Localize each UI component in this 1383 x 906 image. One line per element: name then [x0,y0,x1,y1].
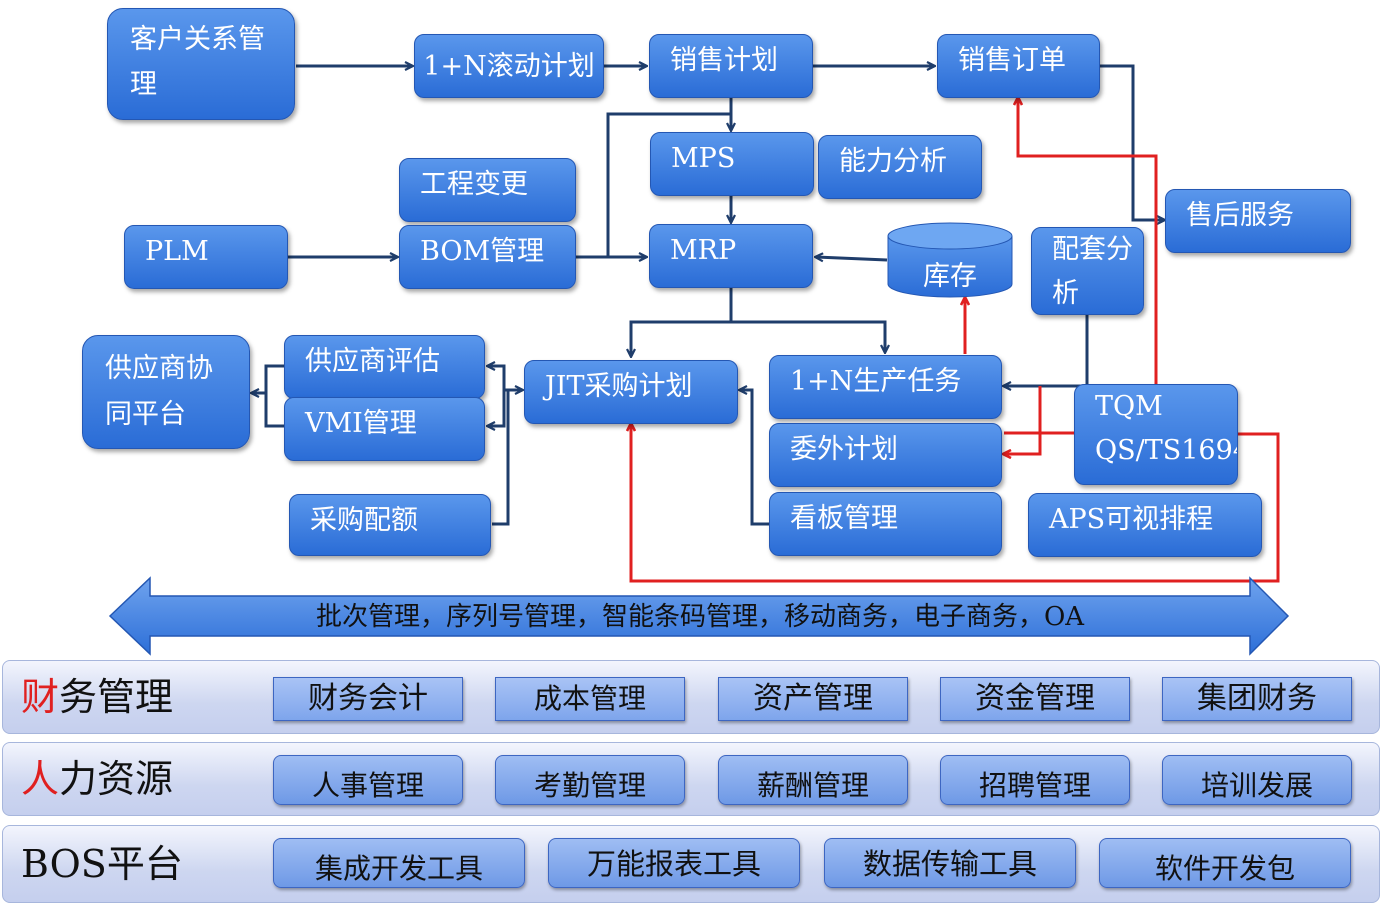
module-asset-management[interactable]: 资产管理 [718,677,908,721]
module-cost-management[interactable]: 成本管理 [495,677,685,721]
layer-title: 人力资源 [21,757,174,801]
module-payroll[interactable]: 薪酬管理 [718,755,908,805]
node-kanban: 看板管理 [769,492,1002,556]
banner-text: 批次管理，序列号管理，智能条码管理，移动商务，电子商务，OA [315,602,1085,632]
layer-finance: 财务管理 财务会计 成本管理 资产管理 资金管理 集团财务 [2,660,1380,734]
database-cylinder-icon [887,222,1013,298]
node-supplier-eval: 供应商评估 [284,335,485,399]
line-bom-salesplan [606,112,731,257]
module-data-transfer-tools[interactable]: 数据传输工具 [824,838,1076,888]
module-attendance[interactable]: 考勤管理 [495,755,685,805]
module-integrated-dev-tools[interactable]: 集成开发工具 [273,838,525,888]
layer-bos: BOS平台 集成开发工具 万能报表工具 数据传输工具 软件开发包 [2,825,1380,903]
layer-title: BOS平台 [21,842,183,886]
node-tqm: TQM QS/TS16949 [1074,384,1238,485]
module-finance-accounting[interactable]: 财务会计 [273,677,463,721]
node-inventory: 库存 [887,222,1013,298]
node-sales-plan: 销售计划 [649,34,813,98]
module-group-finance[interactable]: 集团财务 [1162,677,1352,721]
node-crm: 客户关系管理 [107,8,295,120]
node-rolling-plan: 1+N滚动计划 [414,34,604,98]
inventory-label: 库存 [923,261,977,292]
node-after-sales: 售后服务 [1165,189,1351,253]
layer-hr: 人力资源 人事管理 考勤管理 薪酬管理 招聘管理 培训发展 [2,742,1380,816]
arrow-mrp-jit [631,288,733,356]
layer-title: 财务管理 [21,675,174,719]
module-report-tools[interactable]: 万能报表工具 [548,838,800,888]
node-jit: JIT采购计划 [524,360,738,424]
node-aps: APS可视排程 [1028,493,1262,557]
arrow-jit-vmi [488,390,506,426]
node-supplier-platform: 供应商协同平台 [82,335,250,449]
arrow-order-aftersales [1100,64,1164,220]
node-eng-change: 工程变更 [399,158,576,222]
node-kitting: 配套分析 [1031,227,1144,315]
module-personnel[interactable]: 人事管理 [273,755,463,805]
node-mps: MPS [650,132,814,196]
module-recruitment[interactable]: 招聘管理 [940,755,1130,805]
node-plm: PLM [124,225,288,289]
arrow-kanban-jit [740,390,770,526]
node-outsource: 委外计划 [769,423,1002,487]
node-vmi: VMI管理 [284,397,485,461]
module-training[interactable]: 培训发展 [1162,755,1352,805]
line-eval-vmi [264,364,284,428]
node-production-task: 1+N生产任务 [769,355,1002,419]
arrow-kitting-task [1004,314,1089,386]
arrow-inventory-mrp [816,257,888,260]
arrow-jit-eval [488,366,522,392]
banner-arrow [108,576,1290,656]
node-quota: 采购配额 [289,494,491,556]
node-capacity: 能力分析 [818,135,982,199]
node-bom: BOM管理 [399,225,576,289]
module-sdk[interactable]: 软件开发包 [1099,838,1351,888]
node-mrp: MRP [649,224,813,288]
red-arrow-tqm-outsource [1004,386,1042,454]
module-fund-management[interactable]: 资金管理 [940,677,1130,721]
arrow-quota-jit [492,390,522,526]
node-sales-order: 销售订单 [937,34,1100,98]
red-arrow-tqm-jit [631,424,1280,583]
arrow-mrp-task [731,320,885,352]
red-arrow-tqm-order [1018,98,1158,384]
